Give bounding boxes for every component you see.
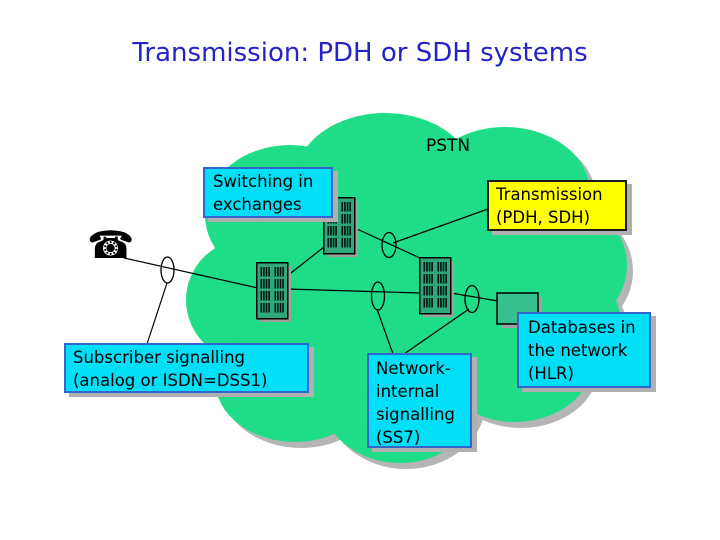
network-internal-signalling-box: Network- internal signalling (SS7)	[367, 353, 472, 448]
transmission-pdh-sdh-box: Transmission (PDH, SDH)	[487, 180, 627, 231]
subscriber-signalling-box: Subscriber signalling (analog or ISDN=DS…	[64, 343, 309, 393]
access-link-ellipse	[160, 256, 175, 284]
line-top-switch-to-right-switch	[356, 228, 421, 259]
databases-in-network-box: Databases in the network (HLR)	[517, 312, 651, 388]
connection-lines	[123, 208, 499, 355]
pstn-label: PSTN	[426, 136, 471, 156]
telephone-icon: ☎	[87, 223, 135, 267]
line-middle-link-to-ss7-box	[376, 308, 394, 355]
middle-link-ellipse	[370, 281, 386, 311]
slide-title: Transmission: PDH or SDH systems	[132, 38, 588, 68]
right-link-ellipse	[464, 284, 480, 314]
line-right-link-to-ss7-box	[403, 308, 470, 355]
right-switch-icon	[420, 258, 454, 317]
line-left-switch-to-top-switch	[286, 246, 325, 277]
line-right-switch-to-database	[450, 292, 499, 302]
transmission-link-ellipses	[160, 231, 480, 314]
line-phone-to-left-switch	[123, 257, 259, 289]
upper-link-ellipse	[381, 231, 397, 259]
line-link-to-transmission-box	[392, 208, 489, 244]
left-switch-icon	[257, 263, 291, 322]
switching-in-exchanges-box: Switching in exchanges	[203, 167, 333, 218]
line-left-switch-to-right-switch	[286, 288, 421, 294]
line-subscriber-box-to-access-link	[146, 282, 168, 345]
